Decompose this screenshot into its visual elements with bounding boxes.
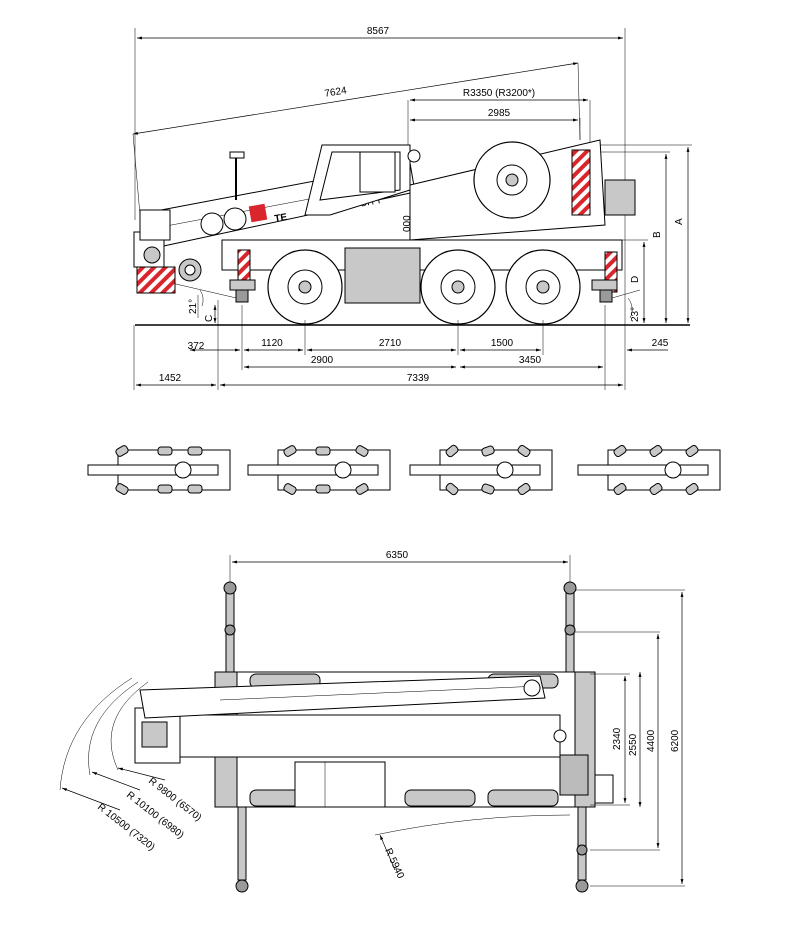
wheel-3	[505, 249, 581, 325]
dim-outrigger-span: 6350	[229, 550, 571, 590]
top-cab	[294, 761, 386, 808]
top-main-boom	[134, 707, 567, 764]
dim-2340-label: 2340	[612, 727, 623, 750]
dim-boom-tip: 7624	[132, 62, 581, 216]
wheel-2	[420, 249, 496, 325]
dim-7624-label: 7624	[324, 85, 348, 99]
dim-r3350-label: R3350 (R3200*)	[463, 88, 535, 99]
dim-1452-label: 1452	[159, 373, 182, 384]
brand-logo-icon	[248, 203, 268, 223]
dim-1500-label: 1500	[491, 338, 514, 349]
radius-5940-label: R 5940	[382, 847, 406, 881]
dim-3450-label: 3450	[519, 355, 542, 366]
dim-6350-label: 6350	[386, 550, 409, 561]
departure-angle-label: 23°	[630, 307, 641, 322]
dim-row-2: 2900 3450	[244, 355, 603, 369]
dim-2710-label: 2710	[379, 338, 402, 349]
top-view: 6350	[59, 550, 685, 893]
dim-widths: 2340 2550 4400 6200	[575, 589, 685, 887]
dim-8567-label: 8567	[367, 26, 390, 37]
dim-372-label: 372	[188, 341, 205, 352]
dim-2900-label: 2900	[311, 355, 334, 366]
steering-mode-2	[247, 445, 391, 495]
dim-7339-label: 7339	[407, 373, 430, 384]
boom-brand-text: TE	[274, 212, 289, 225]
dim-rear-offset: 2985	[410, 108, 581, 140]
dim-245-label: 245	[652, 338, 669, 349]
rear-warning-plate	[571, 149, 591, 216]
approach-angle-label: 21°	[188, 299, 199, 314]
steering-mode-1	[87, 445, 231, 495]
steering-modes	[87, 444, 721, 496]
dim-6200-label: 6200	[670, 729, 681, 752]
top-slewed-boom	[139, 675, 546, 719]
top-grille	[559, 754, 589, 796]
dim-b-label: B	[652, 231, 663, 238]
dim-a-label: A	[674, 218, 685, 225]
superstructure: 000	[402, 139, 636, 241]
body-number-text: 000	[402, 215, 413, 232]
front-warning-plate	[136, 266, 176, 294]
side-view: 8567 7624 R3350 (R3200*) 2985	[132, 26, 692, 390]
dim-2550-label: 2550	[628, 733, 639, 756]
dim-overall-length: 8567	[134, 26, 626, 325]
dim-2985-label: 2985	[488, 108, 511, 119]
dim-c-label: C	[204, 315, 215, 322]
wheel-1	[267, 249, 343, 325]
steering-mode-3	[409, 444, 553, 496]
steering-mode-4	[577, 444, 721, 496]
boom-head	[133, 209, 202, 294]
dim-d-label: D	[630, 276, 641, 283]
cab	[304, 144, 421, 216]
dim-row-3: 1452 7339	[136, 373, 623, 387]
wheels	[267, 249, 581, 325]
mast	[229, 151, 245, 200]
top-rear-step	[594, 774, 614, 804]
dim-1120-label: 1120	[261, 338, 283, 349]
dim-4400-label: 4400	[646, 729, 657, 752]
dim-row-1: 372 1120 2710 1500 245	[133, 300, 669, 390]
